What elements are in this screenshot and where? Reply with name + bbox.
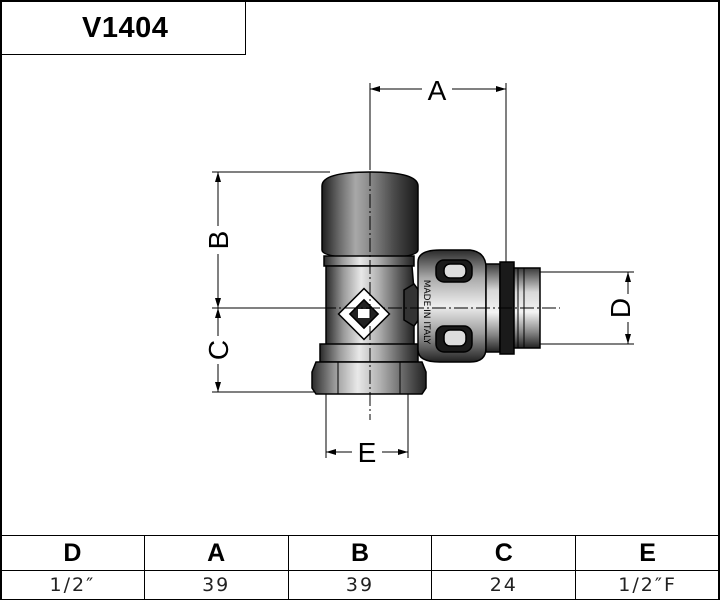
dimension-e: E: [325, 394, 409, 468]
dimension-table: D A B C E 1/2″ 39 39 24 1/2″F: [0, 535, 720, 600]
table-header-cell: A: [143, 535, 289, 571]
product-code-title: V1404: [82, 12, 169, 44]
table-header-cell: C: [431, 535, 577, 571]
table-cell: 1/2″: [0, 570, 145, 600]
table-header-cell: B: [287, 535, 433, 571]
label-a: A: [428, 75, 447, 106]
table-cell: 24: [431, 570, 577, 600]
table-cell: 39: [287, 570, 433, 600]
frame-right-border: [718, 0, 720, 599]
table-row: 1/2″ 39 39 24 1/2″F: [0, 570, 720, 600]
title-block: V1404: [0, 0, 246, 55]
dimension-d: D: [540, 271, 640, 345]
valve-body: [311, 171, 541, 395]
valve-drawing: A B C D: [203, 74, 640, 468]
dimension-b-c: B C: [203, 171, 430, 393]
label-b: B: [203, 231, 234, 250]
table-header-cell: D: [0, 535, 145, 571]
table-header-cell: E: [575, 535, 720, 571]
label-c: C: [203, 340, 234, 360]
label-d: D: [605, 298, 636, 318]
frame-top-border: [0, 0, 720, 2]
made-in-italy-marking: MADE IN ITALY: [421, 280, 431, 345]
center-lines: [300, 150, 560, 420]
dimension-a: A: [369, 74, 507, 268]
table-header-row: D A B C E: [0, 535, 720, 571]
table-cell: 39: [143, 570, 289, 600]
frame-left-border: [0, 0, 2, 599]
table-cell: 1/2″F: [575, 570, 720, 600]
label-e: E: [358, 437, 377, 468]
